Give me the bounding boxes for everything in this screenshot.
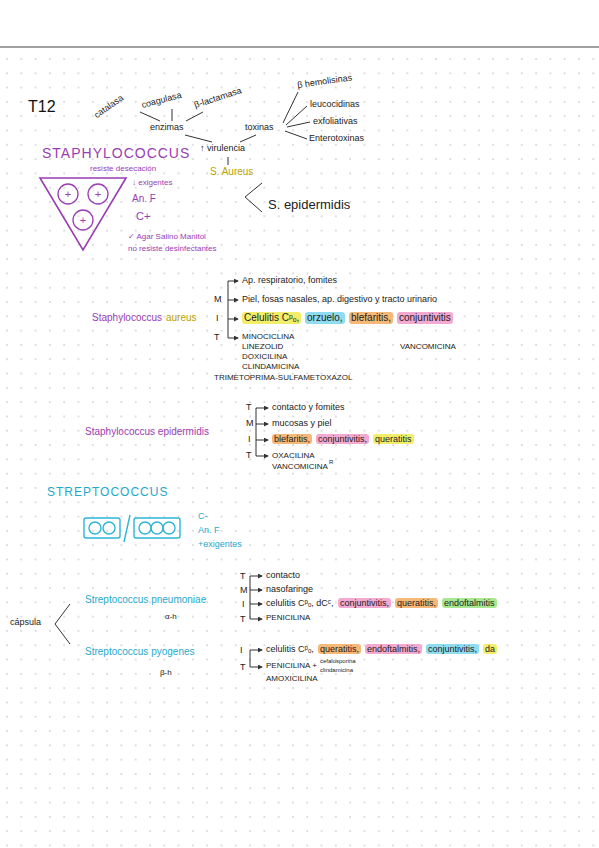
infection-term: conjuntivitis, (426, 644, 479, 654)
enzyme-label: β-lactamasa (193, 85, 243, 110)
trait-note: C+ (136, 210, 150, 223)
resistance-mark: R (329, 459, 333, 466)
hemolysis-note: β-h (160, 668, 172, 677)
drug-name: LINEZOLID (242, 342, 283, 351)
drug-name: clindamicina (320, 667, 353, 674)
infection-term: queratitis, (395, 598, 438, 608)
branch-letter: T (214, 332, 220, 342)
drug-name: AMOXICILINA (266, 674, 318, 683)
toxin-label: β hemolisinas (297, 72, 353, 90)
infection-term: conjuntivitis, (338, 598, 391, 608)
branch-letter: M (240, 585, 248, 595)
gram-sign: + (95, 188, 101, 201)
trait-note: +exigentes (198, 539, 242, 549)
infection-term: endoftalmitis, (365, 644, 422, 654)
genus-title: STREPTOCOCCUS (47, 486, 168, 500)
infection-term: endoftalmitis (442, 598, 497, 608)
toxin-label: exfoliativas (313, 116, 358, 126)
branch-text: contacto y fomites (272, 402, 345, 412)
branch-text: nasofaringe (266, 584, 313, 594)
structure-note: cápsula (10, 617, 41, 627)
species-label: S. Aureus (210, 166, 253, 178)
species-heading: Streptococcus pneumoniae (85, 594, 206, 606)
branch-brackets (55, 281, 268, 667)
infection-term: Celulitis Cᵖₒ, (242, 312, 301, 324)
infection-term: orzuelo, (305, 312, 345, 324)
branch-letter: T (246, 402, 252, 412)
trait-note: ✓ Agar Salino Manitol (128, 232, 206, 241)
drug-name: CLINDAMICINA (242, 362, 299, 371)
trait-note: C- (198, 511, 208, 521)
cocci-triangle (40, 178, 126, 250)
species-heading: aureus (166, 312, 197, 324)
species-heading: Staphylococcus epidermidis (85, 426, 209, 438)
toxin-label: Enterotoxinas (309, 133, 364, 143)
drug-name: VANCOMICINA (400, 342, 456, 351)
drug-name: TRIMETOPRIMA-SULFAMETOXAZOL (214, 373, 352, 382)
chain-cocci-boxes (84, 515, 180, 542)
species-label: S. epidermidis (268, 198, 350, 213)
gram-sign: + (65, 188, 71, 201)
category-label: toxinas (245, 122, 274, 132)
infection-term: conjuntivitis (397, 312, 453, 324)
species-heading: Staphylococcus (92, 312, 162, 324)
infection-term: blefaritis, (272, 434, 312, 444)
trait-note: An. F (198, 525, 220, 535)
species-heading: Streptococcus pyogenes (85, 646, 195, 658)
branch-letter: I (242, 599, 245, 609)
drug-name: PENICILINA + (266, 661, 317, 670)
drug-name: OXACILINA (272, 451, 315, 460)
infection-term: conjuntivitis, (316, 434, 369, 444)
category-label: enzimas (150, 122, 184, 132)
infection-term: queratitis (373, 434, 414, 444)
branch-letter: M (246, 418, 254, 428)
drug-name: PENICILINA (266, 613, 310, 622)
page-number: T12 (28, 98, 56, 116)
branch-letter: I (216, 313, 219, 323)
branch-letter: I (240, 645, 243, 655)
trait-note: An. F (132, 193, 156, 205)
drug-name: cefalosporina (320, 658, 356, 665)
branch-text: contacto (266, 570, 300, 580)
branch-text: Ap. respiratorio, fomites (242, 275, 337, 285)
branch-letter: T (240, 614, 246, 624)
enzyme-label: coagulasa (140, 90, 182, 111)
toxin-label: leucocidinas (310, 99, 360, 109)
branch-letter: M (214, 294, 222, 304)
genus-title: STAPHYLOCOCCUS (42, 145, 190, 161)
trait-note: resiste desecación (90, 164, 156, 173)
dot-grid (0, 56, 599, 848)
drug-name: MINOCICLINA (242, 332, 294, 341)
branch-text: mucosas y piel (272, 418, 332, 428)
infection-term: queratitis, (318, 644, 361, 654)
branch-letter: T (240, 662, 246, 672)
drug-name: DOXICILINA (242, 352, 287, 361)
trait-note: no resiste desinfectantes (128, 244, 217, 253)
hemolysis-note: α-h (165, 612, 177, 621)
top-rule (0, 46, 599, 47)
infection-term: celulitis Cᵖₒ, dCᶜ, (266, 598, 334, 608)
branch-text: Piel, fosas nasales, ap. digestivo y tra… (242, 294, 437, 304)
branch-letter: I (248, 434, 251, 444)
drug-name: VANCOMICINA (272, 462, 328, 471)
infection-term: blefaritis, (349, 312, 393, 324)
infection-term: da (483, 644, 497, 654)
branch-letter: T (246, 450, 252, 460)
trait-note: ↓ exigentes (132, 178, 172, 187)
enzyme-label: catalasa (92, 93, 125, 121)
infection-term: celulitis Cᵖₒ, (266, 644, 314, 654)
category-label: ↑ virulencia (200, 143, 245, 153)
gram-sign: + (80, 214, 86, 227)
branch-letter: T (240, 571, 246, 581)
